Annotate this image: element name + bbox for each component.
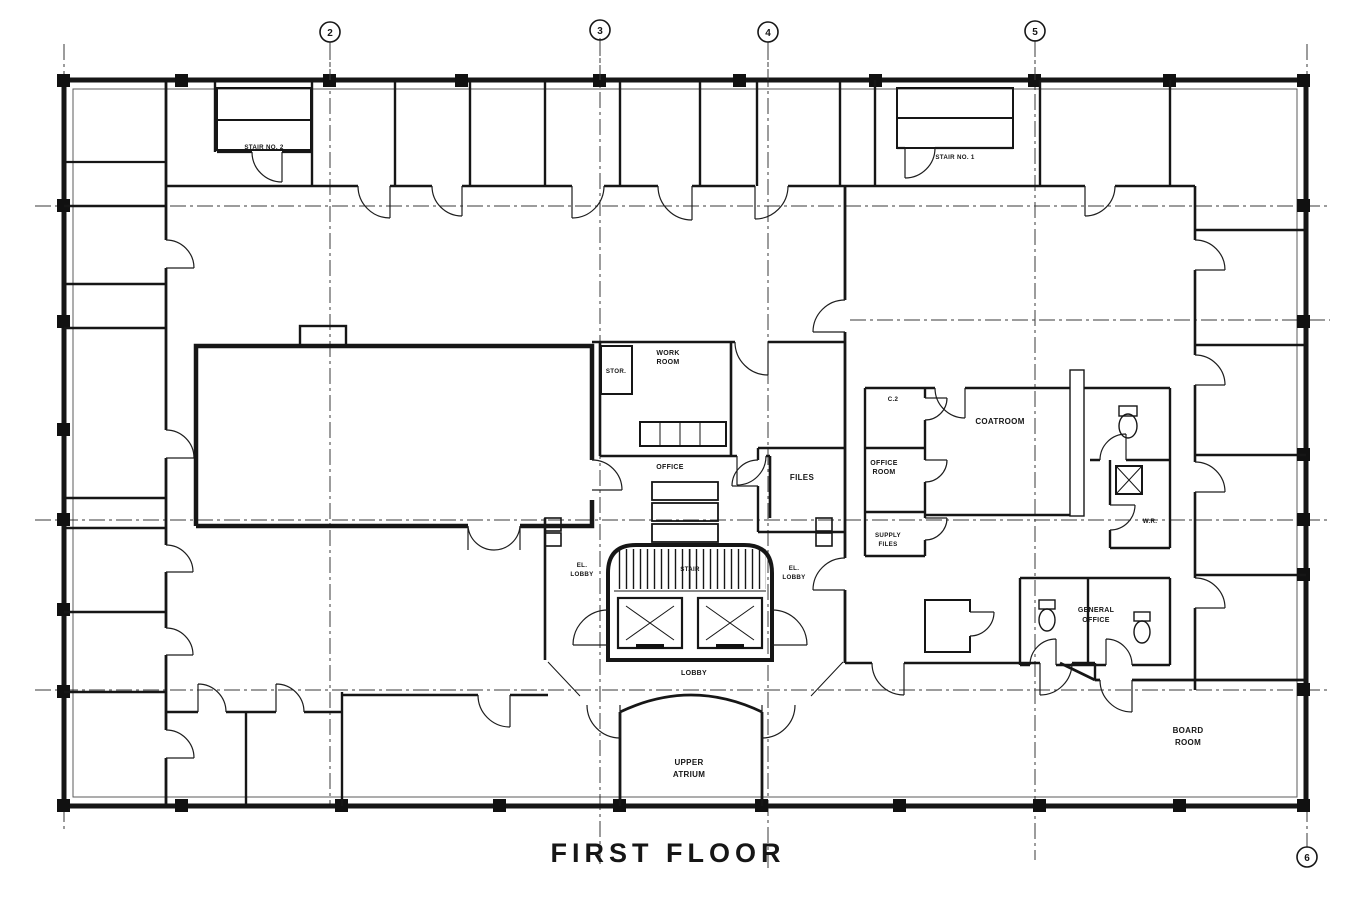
label-general-office-2: OFFICE — [1082, 617, 1109, 624]
label-el-left-1: EL. — [577, 562, 588, 569]
label-office-room-2: ROOM — [873, 469, 896, 476]
grid-bubble-6-label: 6 — [1304, 853, 1310, 864]
label-office-room-1: OFFICE — [870, 460, 897, 467]
core-closets — [544, 481, 833, 547]
grid-bubble-3: 3 — [589, 19, 611, 80]
outer-wall — [61, 77, 1309, 809]
label-board-room-2: ROOM — [1175, 738, 1201, 747]
grid-bubble-5: 5 — [1024, 20, 1046, 80]
stair-2 — [216, 87, 312, 183]
label-el-right-1: EL. — [789, 565, 800, 572]
label-lobby: LOBBY — [681, 670, 707, 677]
label-coatroom: COATROOM — [975, 417, 1024, 426]
label-work-room-1: WORK — [656, 350, 679, 357]
label-c2: C.2 — [888, 396, 899, 403]
top-rooms-walls — [64, 80, 1195, 188]
elevator-left — [616, 596, 684, 650]
label-stor: STOR. — [606, 368, 626, 375]
toilet-right — [1133, 611, 1151, 644]
toilet-left — [1038, 599, 1056, 632]
files-room — [731, 446, 845, 534]
grid-bubble-2-label: 2 — [327, 28, 333, 39]
label-upper-atrium-2: ATRIUM — [673, 770, 705, 779]
structural-columns — [57, 74, 1310, 812]
right-wing-walls — [812, 186, 1306, 690]
stair-1 — [896, 87, 1014, 179]
grid-bubble-6: 6 — [1296, 846, 1318, 868]
bottom-rooms — [166, 661, 1097, 806]
toilet-upper — [1118, 405, 1138, 439]
label-el-left-2: LOBBY — [570, 571, 594, 578]
label-board-room-1: BOARD — [1173, 726, 1204, 735]
top-door-arcs — [357, 185, 1116, 221]
label-el-right-2: LOBBY — [782, 574, 806, 581]
label-work-room-2: ROOM — [657, 359, 680, 366]
label-general-office-1: GENERAL — [1078, 607, 1115, 614]
shaft-box — [1115, 465, 1143, 495]
label-wr: W.R. — [1143, 518, 1158, 525]
open-office — [193, 324, 623, 551]
work-room — [592, 340, 845, 518]
upper-atrium — [586, 693, 796, 806]
grid-lines — [35, 38, 1330, 868]
label-supply-2: FILES — [878, 541, 897, 548]
label-office-core: OFFICE — [656, 464, 683, 471]
label-upper-atrium-1: UPPER — [674, 758, 703, 767]
washrooms — [924, 576, 1172, 667]
grid-bubble-4-label: 4 — [765, 28, 771, 39]
label-files: FILES — [790, 473, 815, 482]
label-stair-1: STAIR NO. 1 — [935, 154, 975, 161]
label-stair-core: STAIR — [680, 566, 700, 573]
label-stair-2: STAIR NO. 2 — [244, 144, 284, 151]
central-stair-elevator-core — [543, 518, 844, 697]
board-room — [1059, 661, 1306, 713]
grid-bubble-2: 2 — [319, 21, 341, 80]
label-supply-1: SUPPLY — [875, 532, 902, 539]
room-labels: STAIR NO. 2 STAIR NO. 1 STOR. WORK ROOM … — [244, 144, 1203, 779]
grid-bubble-3-label: 3 — [597, 26, 603, 37]
grid-bubble-5-label: 5 — [1032, 27, 1038, 38]
left-rooms-walls — [64, 80, 195, 806]
drawing-title: FIRST FLOOR — [551, 838, 786, 868]
grid-bubble-4: 4 — [757, 21, 779, 80]
elevator-right — [696, 596, 764, 650]
